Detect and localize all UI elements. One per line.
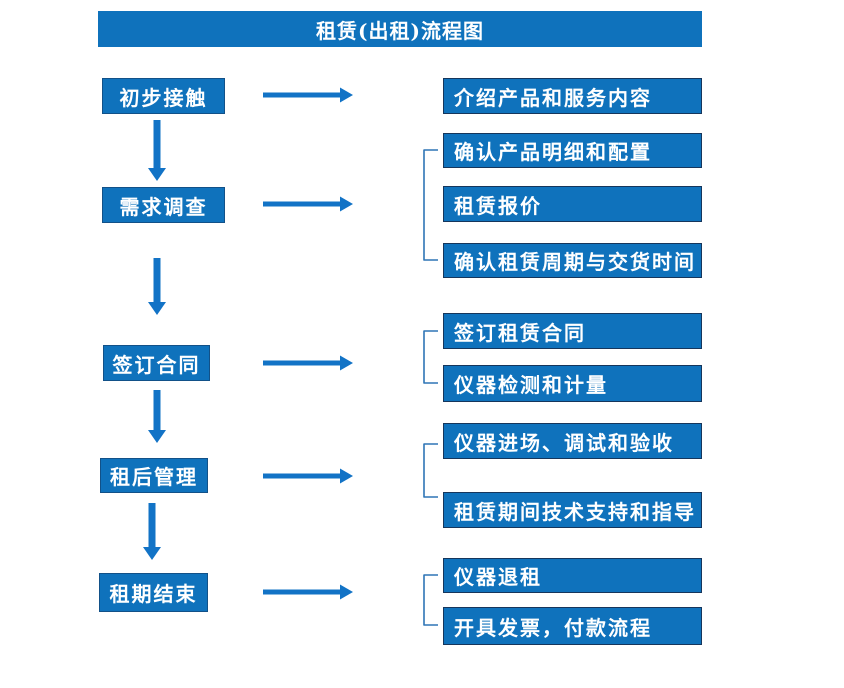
detail-box-instrument-installation: 仪器进场、调试和验收 (443, 423, 702, 459)
detail-box-instrument-testing: 仪器检测和计量 (443, 365, 702, 402)
detail-box-rental-quote: 租赁报价 (443, 186, 702, 222)
stage-box-sign-contract: 签订合同 (103, 345, 210, 381)
bracket-group-post-rental (423, 443, 438, 498)
bracket-group-lease-end (423, 574, 438, 626)
detail-box-technical-support: 租赁期间技术支持和指导 (443, 492, 702, 528)
stage-box-lease-end: 租期结束 (99, 573, 208, 612)
bracket-group-needs-survey (423, 149, 438, 261)
detail-box-sign-rental-contract: 签订租赁合同 (443, 313, 702, 349)
right-arrow-icon-4 (263, 468, 353, 484)
detail-box-confirm-rental-period: 确认租赁周期与交货时间 (443, 243, 702, 278)
bracket-group-sign-contract (423, 330, 438, 384)
stage-box-initial-contact: 初步接触 (102, 78, 225, 114)
down-arrow-icon-2 (148, 258, 166, 315)
down-arrow-icon-4 (143, 503, 161, 560)
right-arrow-icon-1 (263, 87, 353, 103)
detail-box-confirm-product-details: 确认产品明细和配置 (443, 133, 702, 168)
down-arrow-icon-3 (148, 390, 166, 443)
detail-box-introduce-products: 介绍产品和服务内容 (443, 78, 702, 114)
down-arrow-icon-1 (148, 120, 166, 181)
detail-box-instrument-return: 仪器退租 (443, 558, 702, 593)
detail-box-invoice-payment: 开具发票，付款流程 (443, 607, 702, 645)
right-arrow-icon-3 (263, 355, 353, 371)
right-arrow-icon-5 (263, 584, 353, 600)
stage-box-needs-survey: 需求调查 (102, 187, 225, 223)
flowchart-title: 租赁(出租)流程图 (98, 11, 702, 47)
stage-box-post-rental-management: 租后管理 (100, 458, 208, 493)
right-arrow-icon-2 (263, 196, 353, 212)
